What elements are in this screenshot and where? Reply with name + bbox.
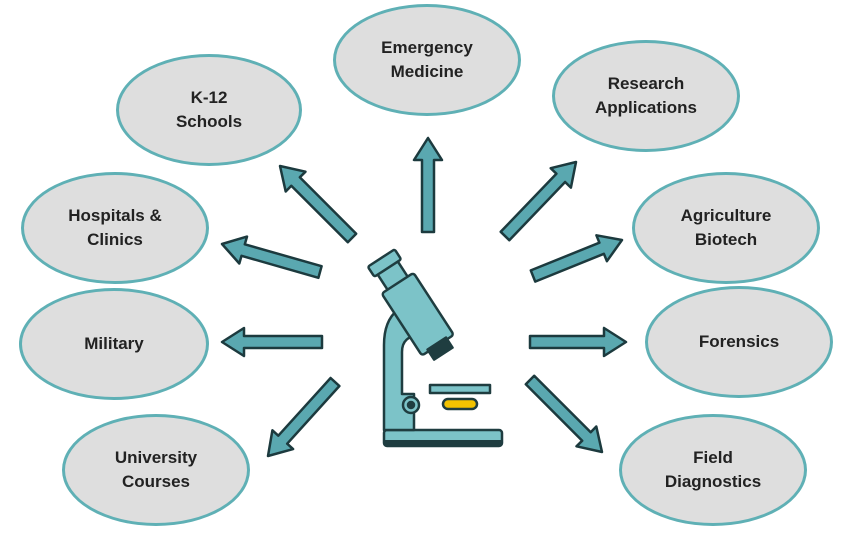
application-label: Agriculture Biotech	[680, 206, 772, 249]
application-label: Field Diagnostics	[664, 448, 762, 491]
application-label: Forensics	[698, 332, 780, 351]
arrow-to-emergency-medicine	[412, 136, 444, 234]
arrow-to-forensics	[528, 326, 628, 358]
application-label: University Courses	[114, 448, 198, 491]
arrow-to-k12-schools	[278, 164, 358, 244]
application-hospitals-clinics: Hospitals & Clinics	[21, 172, 209, 284]
application-label: Research Applications	[594, 74, 697, 117]
arrow-to-hospitals-clinics	[220, 235, 323, 280]
application-forensics: Forensics	[645, 286, 833, 398]
application-military: Military	[19, 288, 209, 400]
arrow-to-university-courses	[266, 376, 341, 458]
application-label: Hospitals & Clinics	[68, 206, 162, 249]
application-agriculture-biotech: Agriculture Biotech	[632, 172, 820, 284]
application-emergency-medicine: Emergency Medicine	[333, 4, 521, 116]
arrow-to-field-diagnostics	[524, 374, 604, 454]
arrow-to-military	[220, 326, 324, 358]
microscope-icon	[367, 248, 504, 448]
application-label: Emergency Medicine	[381, 38, 473, 81]
arrow-to-agriculture-biotech	[529, 234, 624, 283]
application-label: K-12 Schools	[175, 88, 243, 131]
application-label: Military	[84, 334, 144, 353]
application-k12-schools: K-12 Schools	[116, 54, 302, 166]
application-research: Research Applications	[552, 40, 740, 152]
application-university-courses: University Courses	[62, 414, 250, 526]
application-field-diagnostics: Field Diagnostics	[619, 414, 807, 526]
arrow-to-research	[499, 160, 578, 242]
